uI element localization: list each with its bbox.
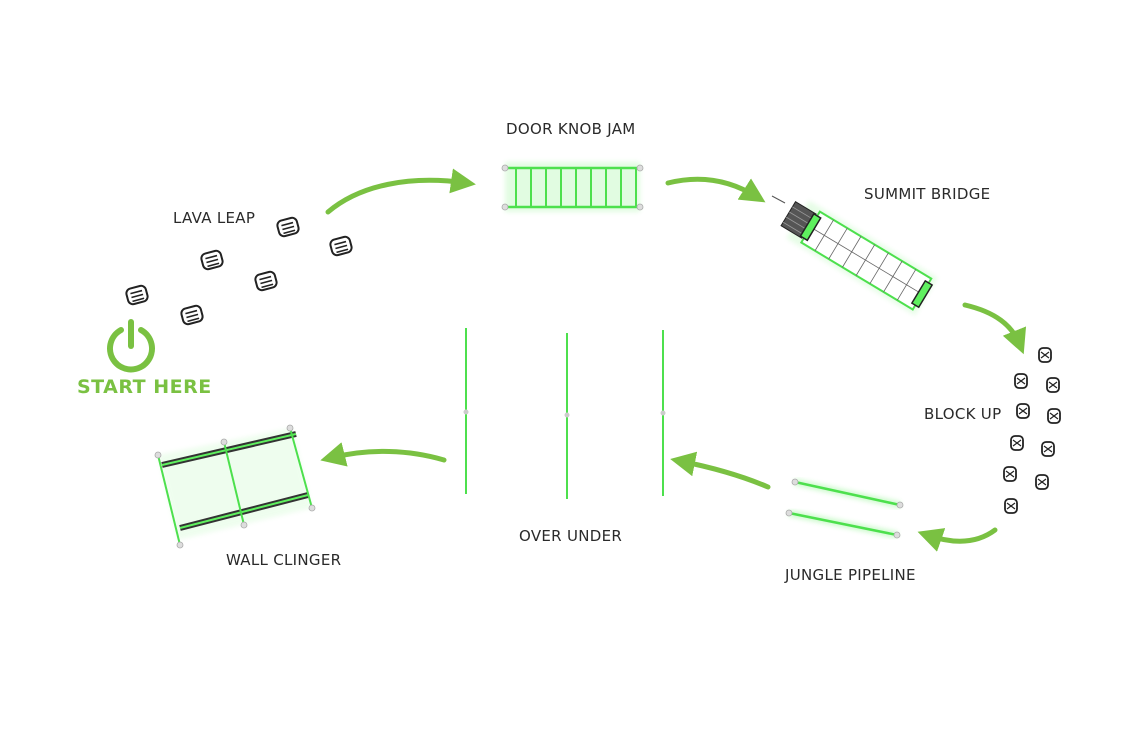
pole xyxy=(660,330,666,496)
block xyxy=(1047,408,1061,424)
block xyxy=(1003,466,1017,482)
arrow-3 xyxy=(962,302,1027,355)
block xyxy=(1046,377,1060,393)
station-label-lava-leap: LAVA LEAP xyxy=(173,209,256,227)
arrow-6 xyxy=(320,442,447,467)
block xyxy=(1035,474,1049,490)
arrow-2 xyxy=(665,176,766,203)
pod xyxy=(200,249,224,271)
station-label-jungle-pipeline: JUNGLE PIPELINE xyxy=(785,566,916,584)
door-knob-jam-obstacle xyxy=(501,162,644,212)
pod xyxy=(254,270,278,292)
summit-bridge-obstacle xyxy=(771,195,938,316)
block xyxy=(1014,373,1028,389)
block xyxy=(1016,403,1030,419)
block xyxy=(1010,435,1024,451)
pod xyxy=(180,304,204,326)
pod xyxy=(329,235,353,257)
block xyxy=(1004,498,1018,514)
block-up-blocks xyxy=(1003,347,1061,514)
pod xyxy=(276,216,300,238)
lava-leap-pods xyxy=(125,216,353,326)
block xyxy=(1038,347,1052,363)
arrow-5 xyxy=(670,451,771,490)
pod xyxy=(125,284,149,306)
power-icon xyxy=(107,319,155,373)
start-here-label: START HERE xyxy=(77,376,212,398)
arrow-1 xyxy=(325,168,476,215)
station-label-door-knob-jam: DOOR KNOB JAM xyxy=(506,120,636,138)
jungle-pipeline-obstacle xyxy=(785,478,904,539)
arrow-4 xyxy=(917,527,998,552)
station-label-over-under: OVER UNDER xyxy=(519,527,623,545)
flow-arrows xyxy=(320,168,1027,552)
wall-clinger-obstacle xyxy=(154,424,316,549)
station-label-summit-bridge: SUMMIT BRIDGE xyxy=(864,185,991,203)
pole xyxy=(463,328,469,494)
station-label-wall-clinger: WALL CLINGER xyxy=(226,551,342,569)
block xyxy=(1041,441,1055,457)
pole xyxy=(564,333,570,499)
station-label-block-up: BLOCK UP xyxy=(924,405,1002,423)
over-under-poles xyxy=(463,328,666,499)
